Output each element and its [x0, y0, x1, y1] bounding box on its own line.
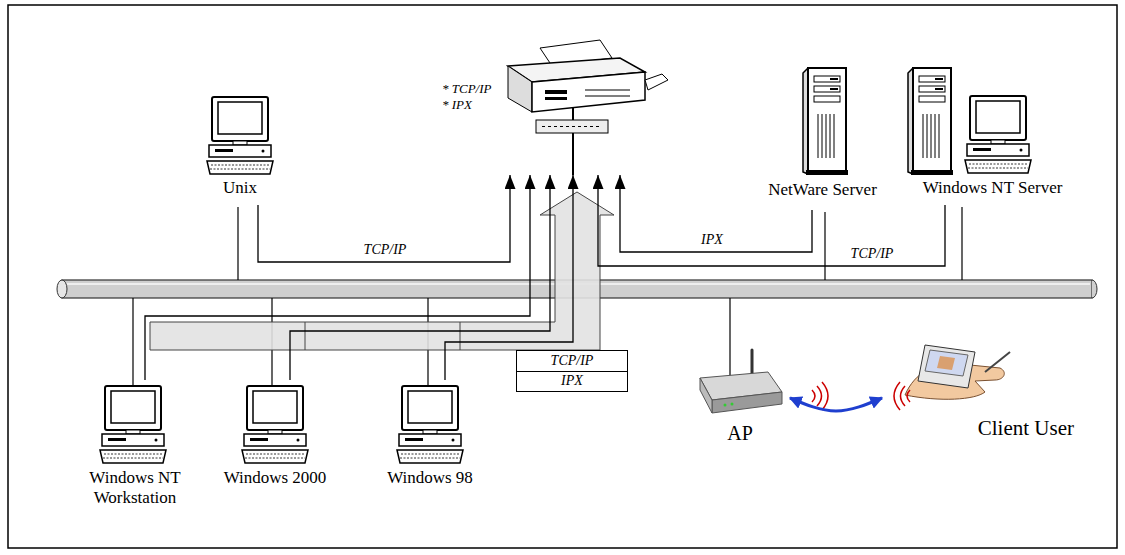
network-bus [57, 280, 67, 298]
drop-wire [824, 212, 825, 280]
access-point: AP [690, 345, 790, 445]
picture-frame [8, 5, 1117, 548]
access-point-icon [724, 404, 727, 407]
handheld-client-icon [905, 345, 1010, 399]
device-label: AP [727, 421, 753, 445]
server-tower-icon [908, 68, 953, 175]
drop-wire [729, 298, 730, 377]
nt-workstation: Windows NT Workstation [70, 380, 200, 512]
protocol-band [305, 322, 306, 350]
access-point-icon [712, 392, 782, 413]
unix-host: Unix [190, 92, 290, 205]
client-device: Client User [882, 338, 1082, 445]
access-point-icon [751, 350, 754, 376]
drop-wire [237, 207, 238, 280]
protocol-label: TCP/IP [361, 242, 410, 259]
tcpip-connection [598, 175, 945, 266]
access-point-icon [731, 403, 734, 406]
printer-icon [572, 133, 574, 175]
netware-server: NetWare Server [755, 62, 890, 210]
workstation-icon [100, 386, 166, 463]
protocol-label: IPX [698, 232, 726, 249]
radio-waves [812, 382, 828, 410]
access-point-icon [700, 378, 712, 413]
printer-icon [545, 97, 567, 100]
server-monitor-icon [965, 96, 1031, 173]
printer-icon [572, 108, 574, 120]
device-label: Windows 98 [387, 468, 473, 488]
protocol-label: TCP/IP [848, 246, 897, 263]
protocol-band [460, 322, 461, 350]
device-label: Unix [223, 178, 257, 198]
print-connection [290, 175, 550, 380]
handheld-client-icon [925, 350, 968, 376]
device-label: Windows NT Workstation [81, 468, 189, 509]
access-point-icon [700, 350, 782, 413]
print-connection [145, 175, 530, 380]
handheld-client-icon [937, 356, 955, 370]
protocol-band [150, 192, 614, 350]
protocol-note: * TCP/IP [442, 81, 491, 97]
protocol-band [150, 192, 614, 350]
tcpip-connection [258, 175, 510, 262]
device-label: Windows NT Server [923, 178, 1063, 198]
handheld-client-icon [985, 352, 1010, 372]
device-label: NetWare Server [768, 180, 877, 200]
windows-2000-pc: Windows 2000 [215, 380, 335, 512]
nt-server: Windows NT Server [905, 62, 1080, 205]
windows-98-pc: Windows 98 [370, 380, 490, 512]
protocol-note: * IPX [442, 97, 472, 113]
network-bus [1092, 280, 1097, 298]
printer-icon [545, 90, 567, 94]
device-label: Client User [978, 416, 1074, 441]
protocol-cell: IPX [517, 372, 627, 392]
protocol-box: TCP/IPIPX [516, 350, 628, 392]
printer-icon [532, 72, 645, 112]
connector-group [145, 175, 945, 411]
printer-icon [508, 40, 668, 175]
handheld-client-icon [918, 345, 975, 388]
radio-waves [894, 382, 910, 410]
wireless-link [790, 398, 882, 411]
network-printer: * TCP/IP* IPX [438, 35, 648, 175]
protocol-cell: TCP/IP [517, 351, 627, 372]
printer-icon [645, 74, 668, 90]
drop-wire [132, 298, 133, 386]
workstation-icon [397, 386, 463, 463]
printer-icon [536, 120, 608, 133]
server-tower-icon [803, 68, 848, 175]
printer-icon [542, 126, 600, 127]
printer-icon [508, 66, 532, 112]
unix-computer-icon [207, 97, 273, 174]
workstation-icon [242, 386, 308, 463]
printer-icon [585, 90, 630, 96]
device-label: Windows 2000 [224, 468, 327, 488]
drop-wire [961, 207, 962, 280]
